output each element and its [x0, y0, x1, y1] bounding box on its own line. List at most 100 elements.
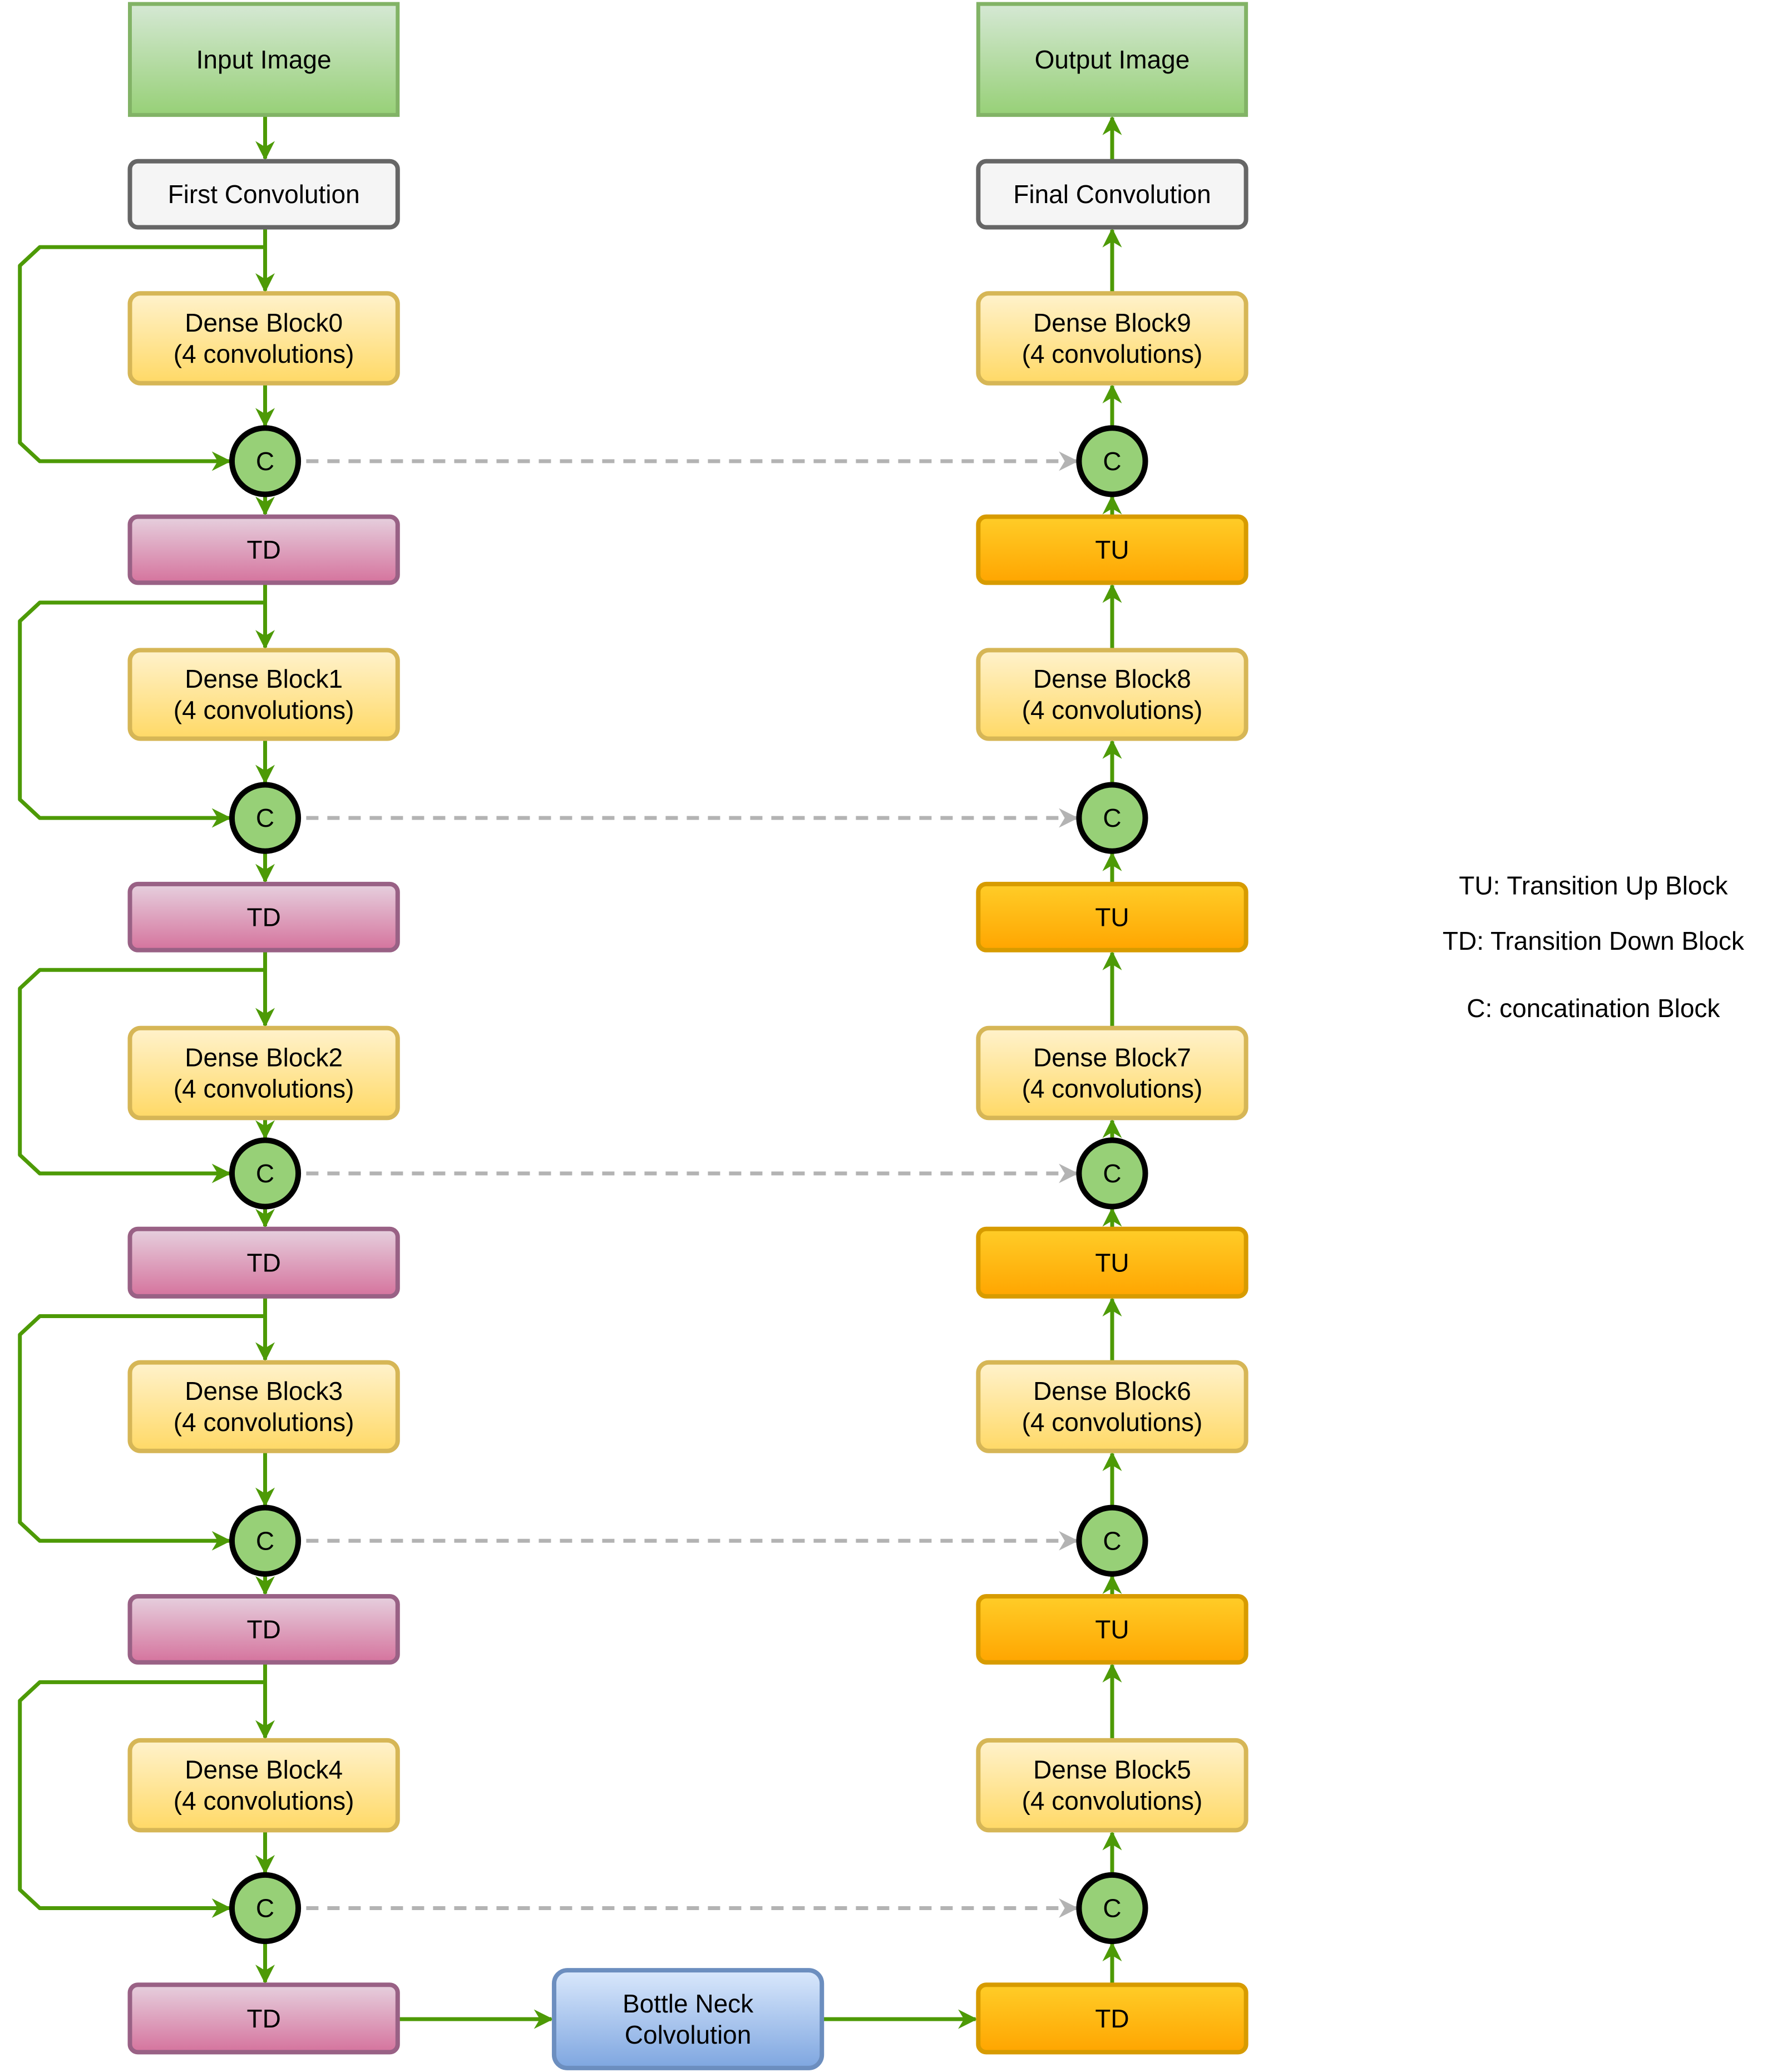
node-td3: TD — [127, 1594, 400, 1665]
node-db6: Dense Block6 (4 convolutions) — [976, 1360, 1248, 1453]
node-label: TD — [1095, 2004, 1129, 2033]
concat-label: C — [1103, 1894, 1121, 1923]
legend-item: TD: Transition Down Block — [1443, 926, 1745, 955]
node-td5: TD — [976, 1982, 1248, 2055]
node-label: (4 convolutions) — [1022, 1408, 1203, 1437]
node-box — [976, 1982, 1248, 2055]
node-box — [127, 1594, 400, 1665]
node-box — [976, 1025, 1248, 1121]
concat-circle — [229, 1137, 302, 1210]
node-label: Final Convolution — [1013, 180, 1211, 209]
node-label: Dense Block8 — [1033, 664, 1191, 693]
node-label: Dense Block3 — [185, 1377, 343, 1405]
node-label: TU — [1095, 902, 1129, 931]
node-label: Dense Block2 — [185, 1043, 343, 1072]
concat-circle — [229, 782, 302, 854]
node-db4: Dense Block4 (4 convolutions) — [127, 1738, 400, 1833]
node-label: Bottle Neck — [623, 1989, 754, 2018]
concat-node-right-0: C — [1076, 425, 1148, 497]
concat-label: C — [1103, 1526, 1121, 1555]
concat-label: C — [256, 447, 274, 476]
node-label: (4 convolutions) — [1022, 339, 1203, 368]
node-label: First Convolution — [168, 180, 360, 209]
concat-node-right-2: C — [1076, 1137, 1148, 1210]
node-label: Dense Block4 — [185, 1755, 343, 1784]
node-label: TU — [1095, 1615, 1129, 1644]
concat-node-left-3: C — [229, 1504, 302, 1577]
node-box — [976, 1226, 1248, 1299]
flow-edge — [18, 968, 265, 1183]
node-box — [976, 1594, 1248, 1665]
node-label: TD — [246, 2004, 280, 2033]
node-box — [976, 881, 1248, 953]
node-box — [127, 1025, 400, 1121]
node-label: (4 convolutions) — [174, 1408, 354, 1437]
node-td0: TD — [127, 514, 400, 585]
node-box — [976, 2, 1248, 117]
node-label: TU — [1095, 535, 1129, 564]
node-box — [551, 1968, 825, 2070]
edges — [18, 115, 1122, 2029]
node-tu2: TU — [976, 881, 1248, 953]
node-label: (4 convolutions) — [174, 1787, 354, 1816]
node-tu0: TU — [976, 1594, 1248, 1665]
concat-circle — [1076, 1504, 1148, 1577]
flow-edge — [18, 1314, 265, 1551]
legend-item: C: concatination Block — [1467, 994, 1720, 1023]
node-td1: TD — [127, 881, 400, 953]
concat-label: C — [256, 1159, 274, 1188]
node-label: (4 convolutions) — [174, 1074, 354, 1103]
node-box — [127, 1982, 400, 2055]
node-box — [976, 514, 1248, 585]
concat-label: C — [1103, 447, 1121, 476]
node-final-conv: Final Convolution — [976, 159, 1248, 230]
concat-node-right-1: C — [1076, 782, 1148, 854]
node-box — [127, 2, 400, 117]
node-db3: Dense Block3 (4 convolutions) — [127, 1360, 400, 1453]
node-label: TD — [246, 902, 280, 931]
node-label: Dense Block6 — [1033, 1377, 1191, 1405]
node-box — [976, 159, 1248, 230]
node-box — [127, 1738, 400, 1833]
concat-label: C — [256, 1894, 274, 1923]
concat-label: C — [256, 1526, 274, 1555]
node-db7: Dense Block7(4 convolutions) — [976, 1025, 1248, 1121]
concat-node-left-1: C — [229, 782, 302, 854]
concat-label: C — [1103, 803, 1121, 832]
node-label: (4 convolutions) — [1022, 1787, 1203, 1816]
concat-label: C — [1103, 1159, 1121, 1188]
node-box — [976, 648, 1248, 741]
node-db5: Dense Block5 (4 convolutions) — [976, 1738, 1248, 1833]
node-label: TD — [246, 1615, 280, 1644]
concat-node-right-3: C — [1076, 1504, 1148, 1577]
concat-node-right-4: C — [1076, 1872, 1148, 1945]
node-box — [976, 291, 1248, 386]
node-db1: Dense Block1(4 convolutions) — [127, 648, 400, 741]
node-label: Input Image — [196, 45, 332, 74]
node-label: Colvolution — [625, 2020, 752, 2049]
concat-node-left-2: C — [229, 1137, 302, 1210]
node-label: Dense Block9 — [1033, 308, 1191, 337]
node-db2: Dense Block2(4 convolutions) — [127, 1025, 400, 1121]
node-label: Dense Block0 — [185, 308, 343, 337]
node-label: Dense Block7 — [1033, 1043, 1191, 1072]
concat-circle — [1076, 425, 1148, 497]
node-output: Output Image — [976, 2, 1248, 117]
node-label: TD — [246, 535, 280, 564]
node-label: (4 convolutions) — [174, 695, 354, 724]
concat-circle — [1076, 1137, 1148, 1210]
node-label: Dense Block5 — [1033, 1755, 1191, 1784]
flow-edge — [18, 600, 265, 828]
node-box — [127, 648, 400, 741]
node-label: (4 convolutions) — [1022, 695, 1203, 724]
node-box — [127, 514, 400, 585]
node-label: Dense Block1 — [185, 664, 343, 693]
concat-circle — [229, 425, 302, 497]
node-db8: Dense Block8(4 convolutions) — [976, 648, 1248, 741]
flow-edge — [18, 245, 265, 471]
node-db9: Dense Block9(4 convolutions) — [976, 291, 1248, 386]
